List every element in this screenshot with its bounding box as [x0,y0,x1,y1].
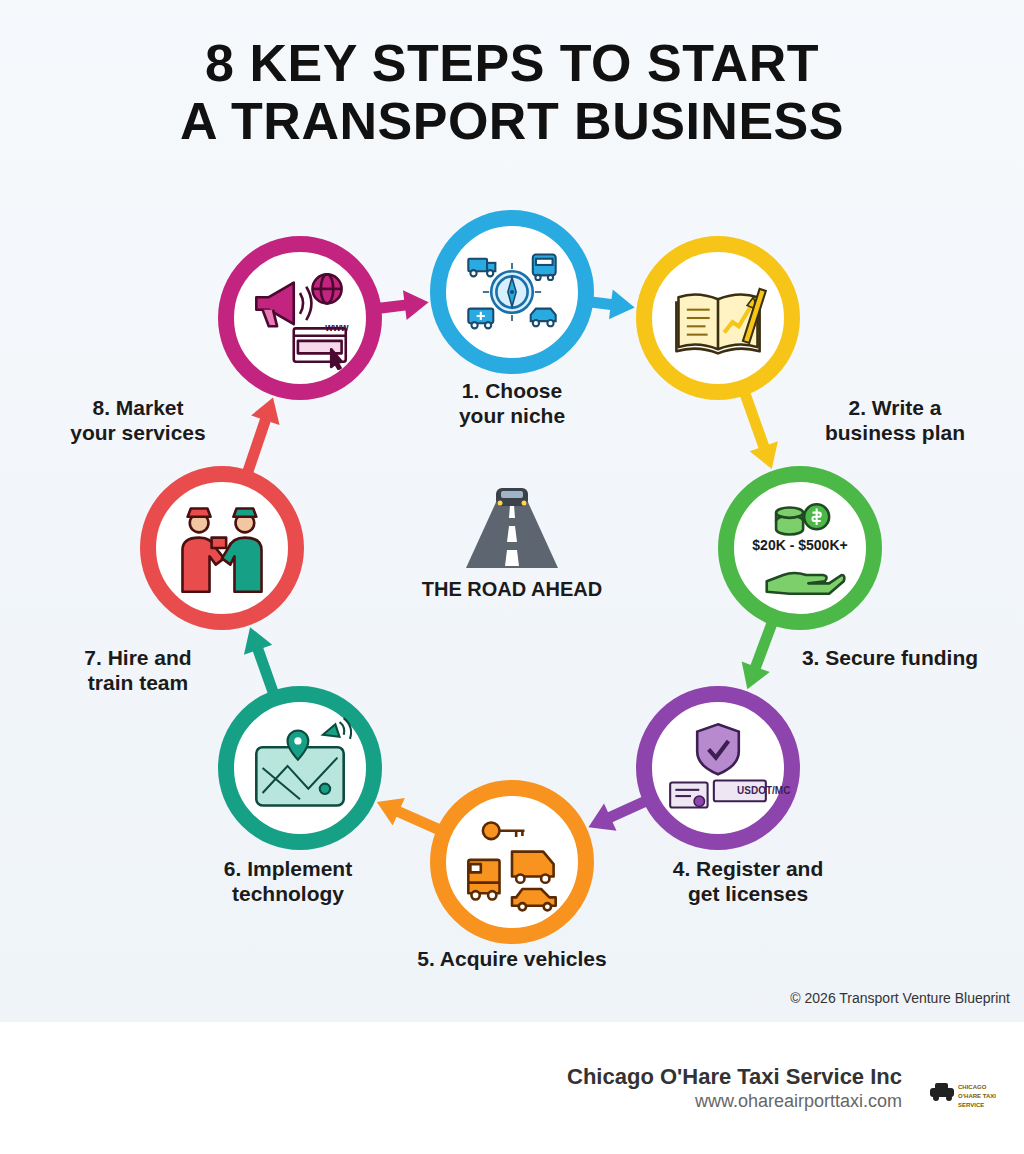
step-circle: 1. Choose your niche [430,210,594,374]
logo-text: CHICAGO O'HARE TAXI SERVICE [958,1083,1004,1110]
step-circle: USDOT/MC4. Register and get licenses [636,686,800,850]
step-icon [248,716,352,820]
step-label: 2. Write a business plan [795,395,995,445]
step-icon [460,240,564,344]
company-url: www.ohareairporttaxi.com [460,1091,902,1112]
step-label: 8. Market your services [38,395,238,445]
step-icon [666,266,770,370]
flow-arrow [588,800,647,830]
step-label: 4. Register and get licenses [648,856,848,906]
title: 8 KEY STEPS TO START A TRANSPORT BUSINES… [40,34,984,150]
step-icon [460,810,564,914]
icon-text: www [308,321,365,335]
flow-arrow [742,621,773,689]
flow-arrow [744,391,778,468]
step-circle: www8. Market your services [218,236,382,400]
flow-arrow [377,798,441,830]
step-label: 3. Secure funding [790,645,990,670]
icon-text: $20K - $500K+ [734,536,866,554]
step-icon [666,716,770,820]
step-label: 6. Implement technology [188,856,388,906]
step-circle: $20K - $500K+3. Secure funding [718,466,882,630]
step-circle: 7. Hire and train team [140,466,304,630]
company-name: Chicago O'Hare Taxi Service Inc [460,1064,902,1089]
road-icon [466,488,558,568]
icon-text: USDOT/MC [729,784,798,798]
logo-icon [930,1083,954,1101]
flow-arrow [244,627,274,694]
step-label: 5. Acquire vehicles [412,946,612,971]
step-circle: 6. Implement technology [218,686,382,850]
step-label: 7. Hire and train team [38,645,238,695]
step-label: 1. Choose your niche [412,378,612,428]
flow-arrow [377,290,428,320]
step-circle: 2. Write a business plan [636,236,800,400]
step-icon [170,496,274,600]
copyright-note: © 2026 Transport Venture Blueprint [664,990,1010,1007]
center-caption: THE ROAD AHEAD [412,578,612,601]
step-icon [248,266,352,370]
step-circle: 5. Acquire vehicles [430,780,594,944]
flow-arrow [589,290,634,320]
flow-arrow [247,398,279,475]
